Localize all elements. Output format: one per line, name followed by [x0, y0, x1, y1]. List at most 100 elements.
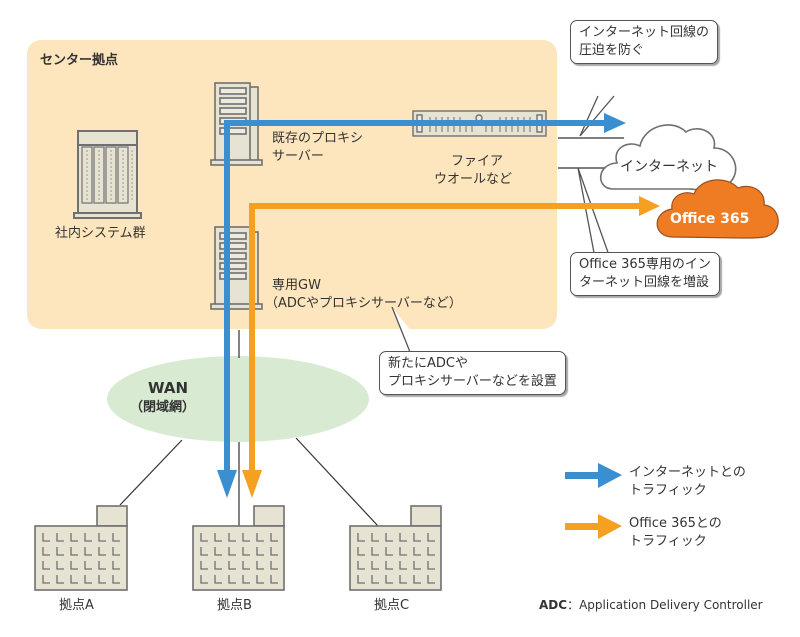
window-mark: [270, 561, 278, 570]
window-mark: [42, 575, 50, 584]
window-mark: [385, 575, 393, 584]
window-mark: [427, 561, 435, 570]
window-mark: [385, 533, 393, 542]
window-mark: [84, 547, 92, 556]
footnote-abbr: ADC: [539, 598, 568, 612]
callout-prevent-congestion: インターネット回線の 圧迫を防ぐ: [570, 20, 719, 64]
window-mark: [371, 533, 379, 542]
window-mark: [70, 575, 78, 584]
branch-a-building: [34, 505, 128, 591]
window-mark: [357, 547, 365, 556]
window-mark: [228, 575, 236, 584]
window-mark: [56, 561, 64, 570]
window-mark: [228, 561, 236, 570]
window-mark: [112, 533, 120, 542]
window-mark: [98, 575, 106, 584]
firewall-label-line1: ファイア: [451, 154, 504, 169]
footnote: ADC：Application Delivery Controller: [539, 597, 763, 614]
window-mark: [200, 547, 208, 556]
legend-arrow-office365: [565, 514, 622, 539]
window-mark: [371, 575, 379, 584]
callout-text-line: 新たにADCや: [388, 356, 468, 371]
internet-cloud-label: インターネット: [620, 159, 718, 175]
window-mark: [399, 533, 407, 542]
legend-office365-line1: Office 365との: [629, 516, 722, 531]
office365-cloud: [656, 179, 779, 239]
window-mark: [427, 575, 435, 584]
branch-a-label: 拠点A: [59, 598, 94, 613]
window-mark: [228, 533, 236, 542]
window-mark: [98, 547, 106, 556]
wan-to-branch-c-line: [295, 437, 379, 527]
window-mark: [371, 561, 379, 570]
legend-internet-line1: インターネットとの: [629, 465, 746, 480]
window-mark: [70, 547, 78, 556]
connection-lines: [119, 137, 624, 527]
legend-office365-line2: トラフィック: [629, 534, 707, 549]
internal-systems-label: 社内システム群: [55, 226, 146, 241]
window-mark: [228, 547, 236, 556]
wan-title: WAN: [148, 379, 189, 397]
window-mark: [371, 547, 379, 556]
window-mark: [256, 547, 264, 556]
legend-arrow-internet: [565, 463, 622, 488]
window-mark: [270, 547, 278, 556]
callout-text-line: ターネット回線を増設: [579, 275, 710, 290]
window-mark: [357, 575, 365, 584]
office365-cloud-label: Office 365: [670, 211, 750, 227]
callout-install-adc: 新たにADCや プロキシサーバーなどを設置: [379, 351, 566, 395]
legend-internet-line2: トラフィック: [629, 483, 707, 498]
window-mark: [242, 575, 250, 584]
callout-text-line: プロキシサーバーなどを設置: [388, 374, 557, 389]
window-mark: [214, 547, 222, 556]
window-mark: [399, 561, 407, 570]
window-mark: [112, 561, 120, 570]
wan-to-branch-a-line: [119, 439, 183, 506]
window-mark: [214, 533, 222, 542]
window-mark: [399, 547, 407, 556]
window-mark: [270, 575, 278, 584]
internet-traffic-arrow: [217, 113, 626, 498]
window-mark: [42, 561, 50, 570]
window-mark: [84, 575, 92, 584]
window-mark: [214, 561, 222, 570]
firewall-label-line2: ウオールなど: [434, 172, 513, 187]
window-mark: [427, 533, 435, 542]
window-mark: [200, 561, 208, 570]
callout-text-line: Office 365専用のイン: [579, 257, 711, 272]
window-mark: [256, 561, 264, 570]
dedicated-gw-label-line2: （ADCやプロキシサーバーなど）: [265, 296, 462, 311]
window-mark: [413, 533, 421, 542]
wan-cloud: [107, 356, 369, 442]
dedicated-gw-label-line1: 専用GW: [272, 278, 321, 293]
window-mark: [413, 575, 421, 584]
window-mark: [357, 561, 365, 570]
window-mark: [427, 547, 435, 556]
window-mark: [399, 575, 407, 584]
window-mark: [112, 547, 120, 556]
branch-b-building: [192, 505, 285, 591]
window-mark: [214, 575, 222, 584]
callout-text-line: インターネット回線の: [579, 25, 710, 40]
window-mark: [42, 533, 50, 542]
window-mark: [385, 547, 393, 556]
callout-add-dedicated-line: Office 365専用のイン ターネット回線を増設: [570, 252, 720, 296]
callout-text-line: 圧迫を防ぐ: [579, 43, 645, 58]
branch-b-label: 拠点B: [217, 598, 252, 613]
existing-proxy-label-line1: 既存のプロキシ: [272, 131, 364, 146]
window-mark: [56, 575, 64, 584]
branch-c-building: [349, 505, 442, 591]
window-mark: [270, 533, 278, 542]
branch-c-label: 拠点C: [374, 598, 410, 613]
window-mark: [200, 533, 208, 542]
window-mark: [42, 547, 50, 556]
window-mark: [84, 561, 92, 570]
window-mark: [56, 547, 64, 556]
window-mark: [385, 561, 393, 570]
existing-proxy-label-line2: サーバー: [272, 149, 324, 164]
window-mark: [256, 575, 264, 584]
window-mark: [242, 533, 250, 542]
window-mark: [112, 575, 120, 584]
window-mark: [200, 575, 208, 584]
